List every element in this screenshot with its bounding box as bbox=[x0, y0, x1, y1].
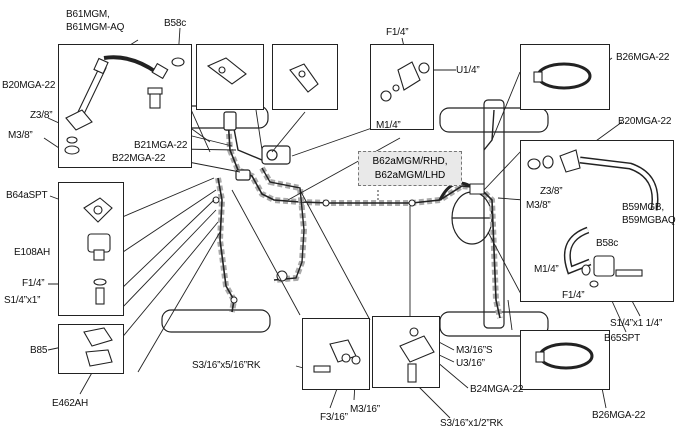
label-e108ah: E108AH bbox=[14, 247, 51, 258]
label-f1-4-left: F1/4” bbox=[22, 278, 45, 289]
rear-left-wheel bbox=[439, 107, 549, 133]
label-b62-lhd: B62aMGM/LHD bbox=[374, 170, 446, 181]
front-right-wheel bbox=[161, 309, 271, 333]
detail-box-rear-clip bbox=[370, 44, 434, 130]
label-s3-16-x5-16-rk: S3/16”x5/16”RK bbox=[192, 360, 261, 371]
label-e462ah: E462AH bbox=[52, 398, 89, 409]
label-f1-4-top: F1/4” bbox=[386, 27, 409, 38]
label-s1-4-x1: S1/4”x1” bbox=[4, 295, 41, 306]
label-m1-4-top: M1/4” bbox=[376, 120, 401, 131]
label-b59mgb: B59MGB, bbox=[622, 202, 664, 213]
detail-box-bracket bbox=[302, 318, 370, 390]
rear-axle bbox=[483, 99, 505, 329]
label-b65spt: B65SPT bbox=[604, 333, 641, 344]
label-m3-8-left: M3/8” bbox=[8, 130, 33, 141]
label-m1-4-right: M1/4” bbox=[534, 264, 559, 275]
label-b26mga22-bottom: B26MGA-22 bbox=[592, 410, 646, 421]
brake-lines bbox=[212, 109, 503, 319]
label-b20mga22-right: B20MGA-22 bbox=[618, 116, 672, 127]
label-b20mga22-left: B20MGA-22 bbox=[2, 80, 56, 91]
label-u1-4: U1/4” bbox=[456, 65, 480, 76]
label-z3-8-left: Z3/8” bbox=[30, 110, 53, 121]
label-u3-16: U3/16” bbox=[456, 358, 485, 369]
label-s3-16-x1-2-rk: S3/16”x1/2”RK bbox=[440, 418, 503, 429]
label-b85: B85 bbox=[30, 345, 48, 356]
label-b58c-right: B58c bbox=[596, 238, 618, 249]
label-m3-16-s: M3/16”S bbox=[456, 345, 493, 356]
detail-box-hose-clip-bottom bbox=[520, 330, 610, 390]
label-m3-16-bottom: M3/16” bbox=[350, 404, 380, 415]
label-b58c-top: B58c bbox=[164, 18, 186, 29]
label-b26mga22-top: B26MGA-22 bbox=[616, 52, 670, 63]
label-b59mgbaq: B59MGBAQ bbox=[622, 215, 676, 226]
label-b61mgm: B61MGM, bbox=[66, 9, 110, 20]
label-s1-4-x1-1-4: S1/4”x1 1/4” bbox=[610, 318, 663, 329]
part-callout-b62: B62aMGM/RHD, B62aMGM/LHD bbox=[358, 151, 462, 186]
label-b22mga22: B22MGA-22 bbox=[112, 153, 166, 164]
label-f1-4-right: F1/4” bbox=[562, 290, 585, 301]
label-b61mgm-aq: B61MGM-AQ bbox=[66, 22, 125, 33]
label-b24mga22: B24MGA-22 bbox=[470, 384, 524, 395]
detail-box-clip-1 bbox=[196, 44, 264, 110]
label-b21mga22: B21MGA-22 bbox=[134, 140, 188, 151]
label-f3-16: F3/16” bbox=[320, 412, 348, 423]
label-m3-8-right: M3/8” bbox=[526, 200, 551, 211]
label-b64aspt: B64aSPT bbox=[6, 190, 48, 201]
rear-right-wheel bbox=[439, 311, 549, 337]
label-b62-rhd: B62aMGM/RHD, bbox=[372, 156, 448, 167]
label-z3-8-right: Z3/8” bbox=[540, 186, 563, 197]
